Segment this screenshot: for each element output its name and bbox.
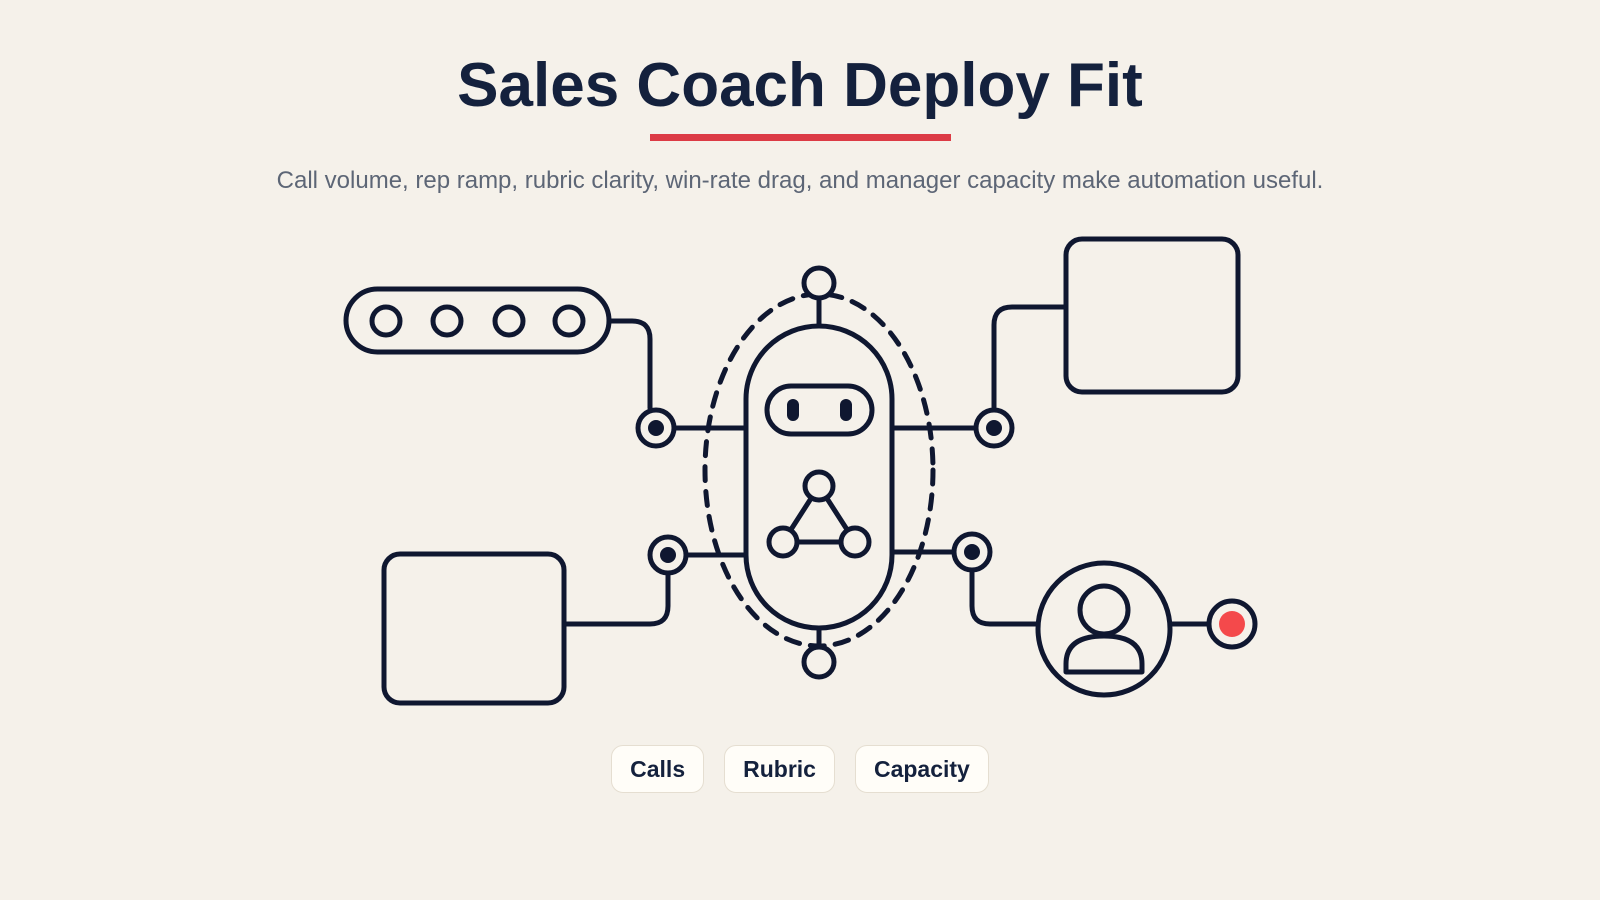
queue-slot xyxy=(369,304,403,338)
bottom-left-connector xyxy=(561,570,671,627)
node-dot xyxy=(648,420,664,436)
robot-eye-left xyxy=(787,399,799,421)
network-triangle-icon xyxy=(766,469,872,559)
top-right-box xyxy=(1063,236,1241,395)
queue-pill xyxy=(343,286,612,355)
person-connector xyxy=(969,567,1041,627)
page-subtitle: Call volume, rep ramp, rubric clarity, w… xyxy=(276,167,1324,194)
queue-connector xyxy=(606,318,653,411)
top-antenna-node xyxy=(801,265,837,301)
robot-eye-right xyxy=(840,399,852,421)
person-circle xyxy=(1035,560,1173,698)
chip-row: Calls Rubric Capacity xyxy=(0,745,1600,793)
node-dot xyxy=(986,420,1002,436)
bottom-left-box xyxy=(381,551,567,706)
queue-slot xyxy=(430,304,464,338)
page-title: Sales Coach Deploy Fit xyxy=(457,51,1143,120)
queue-slot xyxy=(552,304,586,338)
robot-visor xyxy=(764,383,875,437)
top-right-connector xyxy=(991,304,1069,413)
chip-capacity[interactable]: Capacity xyxy=(854,745,989,793)
bottom-antenna-node xyxy=(801,644,837,680)
title-underline xyxy=(650,134,951,141)
node-dot xyxy=(660,547,676,563)
node-dot xyxy=(964,544,980,560)
user-avatar-icon xyxy=(1063,583,1145,675)
red-status-dot-icon xyxy=(1219,611,1245,637)
status-ring xyxy=(1206,598,1258,650)
queue-slot xyxy=(492,304,526,338)
chip-calls[interactable]: Calls xyxy=(611,745,705,793)
chip-rubric[interactable]: Rubric xyxy=(724,745,835,793)
